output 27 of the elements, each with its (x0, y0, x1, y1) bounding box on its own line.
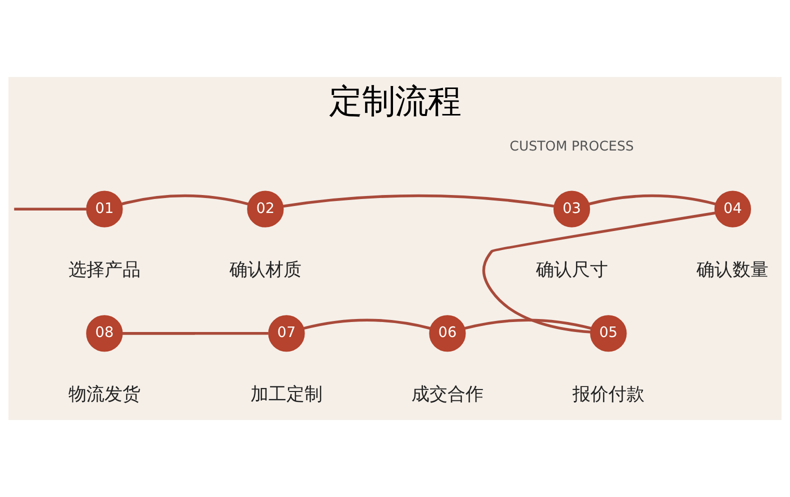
connector (122, 332, 195, 335)
node-circle: 02 (247, 190, 284, 228)
connector (464, 318, 592, 330)
connector (303, 318, 431, 330)
node-label: 报价付款 (572, 384, 644, 405)
label: CUSTOM PROCESS (510, 139, 634, 154)
node-circle: 06 (429, 315, 466, 352)
node-label: 确认材质 (229, 260, 302, 280)
connector (14, 208, 86, 210)
node-label: 加工定制 (250, 384, 322, 405)
node-circle: 03 (553, 190, 590, 228)
node-circle: 04 (714, 190, 752, 228)
connector (122, 332, 268, 335)
connector (121, 194, 249, 206)
diagram-title: 定制流程 (329, 82, 461, 121)
node-circle: 07 (268, 315, 305, 352)
node-label: 选择产品 (68, 260, 140, 280)
node-label: 确认尺寸 (536, 260, 608, 280)
node-label: 确认数量 (696, 260, 769, 280)
node-label: 物流发货 (68, 384, 140, 405)
node-circle: 01 (86, 190, 123, 228)
connector (482, 212, 716, 334)
node-circle: 05 (590, 315, 627, 352)
connector (588, 194, 716, 206)
node-label: 成交合作 (411, 384, 484, 405)
connector (282, 194, 554, 208)
node-circle: 08 (86, 315, 123, 352)
